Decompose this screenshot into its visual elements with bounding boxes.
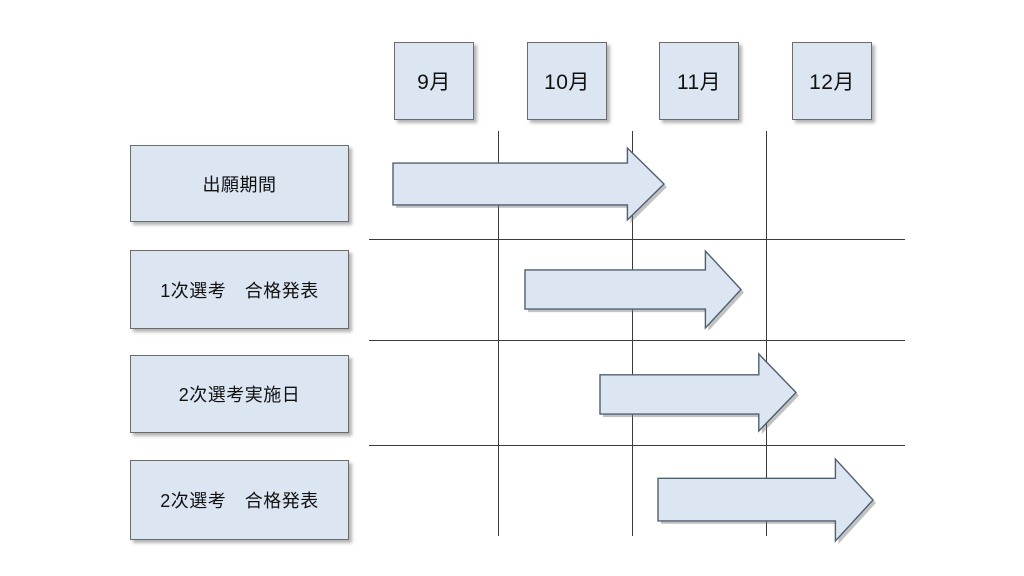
month-header-3[interactable]: 12月 — [792, 42, 872, 120]
row-label-text: 出願期間 — [202, 174, 277, 195]
gridline-horizontal-2 — [369, 445, 905, 446]
row-label-text: 1次選考 合格発表 — [160, 280, 319, 301]
row-label-3[interactable]: 2次選考 合格発表 — [130, 460, 349, 540]
month-header-2[interactable]: 11月 — [659, 42, 739, 120]
month-header-label: 10月 — [544, 71, 590, 94]
row-label-text: 2次選考 合格発表 — [160, 491, 319, 511]
gridline-horizontal-0 — [369, 239, 905, 240]
process-arrow-1[interactable] — [524, 249, 747, 334]
gridline-horizontal-1 — [369, 340, 905, 341]
process-arrow-0[interactable] — [392, 146, 670, 226]
gridline-vertical-0 — [498, 131, 499, 536]
gridline-vertical-2 — [766, 131, 767, 536]
month-header-label: 9月 — [417, 71, 451, 94]
process-arrow-2[interactable] — [599, 352, 802, 437]
row-label-2[interactable]: 2次選考実施日 — [130, 355, 349, 433]
row-label-0[interactable]: 出願期間 — [130, 145, 349, 222]
month-header-label: 12月 — [809, 71, 855, 94]
gridline-vertical-1 — [632, 131, 633, 536]
process-arrow-3[interactable] — [657, 457, 879, 547]
month-header-label: 11月 — [676, 71, 722, 94]
row-label-1[interactable]: 1次選考 合格発表 — [130, 250, 349, 329]
row-label-text: 2次選考実施日 — [178, 385, 301, 405]
month-header-0[interactable]: 9月 — [394, 42, 474, 120]
month-header-1[interactable]: 10月 — [527, 42, 607, 120]
